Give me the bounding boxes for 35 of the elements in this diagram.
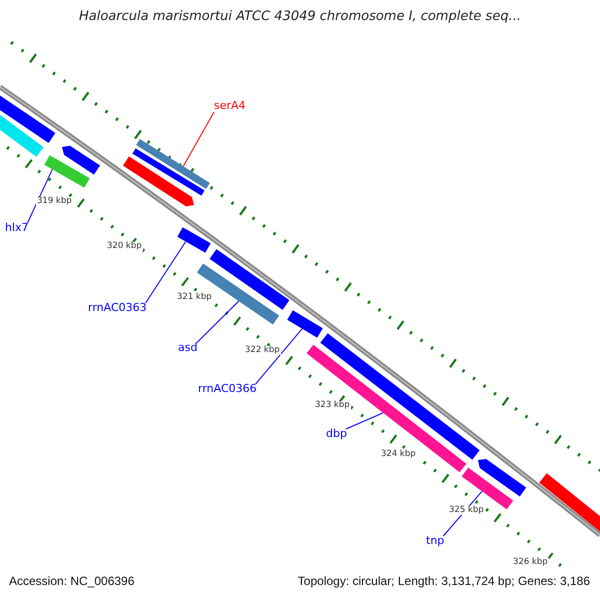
gene-label: serA4 <box>214 100 246 112</box>
gene-block <box>210 249 290 310</box>
leader-line <box>27 168 53 224</box>
gene-block <box>196 264 280 324</box>
leader-line <box>182 112 214 167</box>
gene-block <box>132 148 205 196</box>
gene-label: rrnAC0363 <box>88 302 147 314</box>
title: Haloarcula marismortui ATCC 43049 chromosome I, complete seq... <box>78 10 522 24</box>
gene-block <box>306 344 466 472</box>
leader-line <box>255 328 303 384</box>
gene-label: asd <box>178 342 198 354</box>
leader-line <box>346 412 384 430</box>
scale-label: 322 kbp <box>244 346 281 356</box>
scale-label: 326 kbp <box>512 558 549 568</box>
scale-label: 324 kbp <box>380 450 417 460</box>
scale-label: 325 kbp <box>448 506 485 516</box>
gene-label: tnp <box>426 535 444 548</box>
gene-block <box>44 155 90 188</box>
gene-block <box>478 459 526 496</box>
leader-line <box>145 241 186 304</box>
gene-block <box>136 139 210 189</box>
gene-label: rrnAC0366 <box>198 383 257 396</box>
gene-label: hlx7 <box>5 222 29 234</box>
gene-block <box>287 310 323 338</box>
leader-line <box>196 300 240 344</box>
gene-label: dbp <box>326 428 347 440</box>
scale-label: 319 kbp <box>36 197 73 206</box>
scale-label: 323 kbp <box>314 401 351 410</box>
gene-block <box>62 146 100 175</box>
gene-block <box>123 156 194 206</box>
footer-text: Accession: NC_006396 <box>9 575 134 588</box>
scale-label: 320 kbp <box>106 242 143 252</box>
gene-block <box>177 227 211 253</box>
scale-label: 321 kbp <box>176 293 213 302</box>
footer-text: Topology: circular; Length: 3,131,724 bp; Genes: 3,186 <box>298 575 590 588</box>
